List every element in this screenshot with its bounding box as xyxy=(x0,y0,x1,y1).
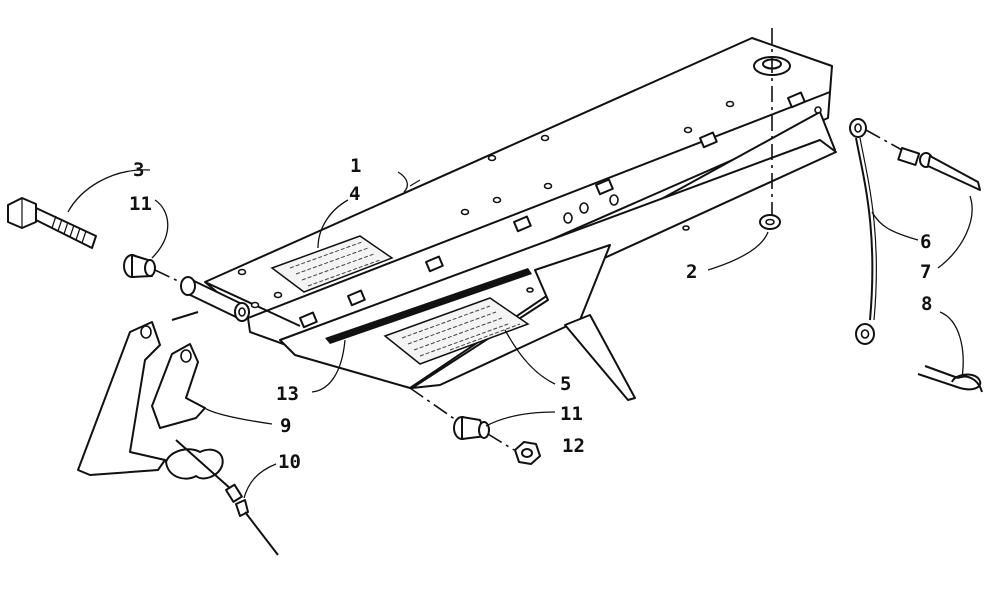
callout-11-upper: 11 xyxy=(129,193,152,215)
callout-6: 6 xyxy=(920,231,931,253)
hinge-knuckles xyxy=(299,91,806,329)
hair-pin-clip-8 xyxy=(917,365,983,393)
bushing-11-lower xyxy=(453,416,490,440)
callout-4: 4 xyxy=(349,183,360,205)
callout-8: 8 xyxy=(921,293,932,315)
callout-10: 10 xyxy=(278,451,301,473)
nut-12 xyxy=(514,441,541,465)
callout-labels: 1 4 3 11 2 6 7 8 13 5 9 11 12 10 xyxy=(129,155,932,473)
callout-2: 2 xyxy=(686,261,697,283)
bolt-thread xyxy=(51,215,87,244)
callout-9: 9 xyxy=(280,415,291,437)
decal-strip-13 xyxy=(325,268,532,344)
decal-5 xyxy=(383,297,530,365)
leader-lines xyxy=(67,169,973,499)
washer-2 xyxy=(759,214,781,230)
key-tab xyxy=(165,448,224,480)
callout-13: 13 xyxy=(276,383,299,405)
hinge-tube xyxy=(180,276,250,322)
callout-5: 5 xyxy=(560,373,571,395)
clevis-pin-7 xyxy=(897,147,981,191)
mounting-holes xyxy=(237,100,822,309)
pin-10 xyxy=(175,439,279,556)
callout-1: 1 xyxy=(350,155,361,177)
bushing-11-left xyxy=(123,254,156,278)
callout-12: 12 xyxy=(562,435,585,457)
lanyard-6 xyxy=(849,118,877,345)
callout-3: 3 xyxy=(133,159,144,181)
callout-11-lower: 11 xyxy=(560,403,583,425)
bracket-9 xyxy=(77,311,206,476)
callout-7: 7 xyxy=(920,261,931,283)
bolt-3 xyxy=(7,197,97,249)
decal-4 xyxy=(270,235,394,293)
chassis-rail xyxy=(204,37,837,401)
